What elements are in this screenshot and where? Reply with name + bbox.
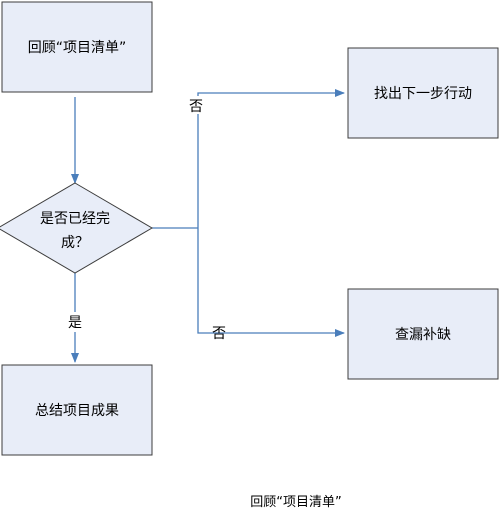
node-summarize-label: 总结项目成果 bbox=[35, 403, 119, 419]
node-decision-label-line2: 成？ bbox=[61, 235, 89, 251]
node-decision: 是否已经完 成？ bbox=[0, 182, 153, 274]
node-next-action-label: 找出下一步行动 bbox=[374, 86, 472, 102]
node-fill-gaps-label: 查漏补缺 bbox=[395, 327, 451, 343]
node-review-label: 回顾“项目清单” bbox=[28, 40, 127, 56]
connector-branch-to-fill-gaps bbox=[197, 228, 345, 337]
node-summarize: 总结项目成果 bbox=[1, 364, 153, 456]
node-fill-gaps: 查漏补缺 bbox=[347, 288, 499, 380]
connector-branch-to-next-action bbox=[197, 89, 345, 228]
figure-caption: 回顾“项目清单” bbox=[250, 495, 342, 510]
node-next-action: 找出下一步行动 bbox=[347, 47, 499, 139]
edge-label-no-upper: 否 bbox=[189, 99, 203, 115]
edge-label-no-lower: 否 bbox=[212, 326, 226, 342]
edge-label-yes: 是 bbox=[68, 315, 82, 331]
node-review: 回顾“项目清单” bbox=[1, 1, 153, 93]
node-decision-label-line1: 是否已经完 bbox=[40, 211, 110, 227]
